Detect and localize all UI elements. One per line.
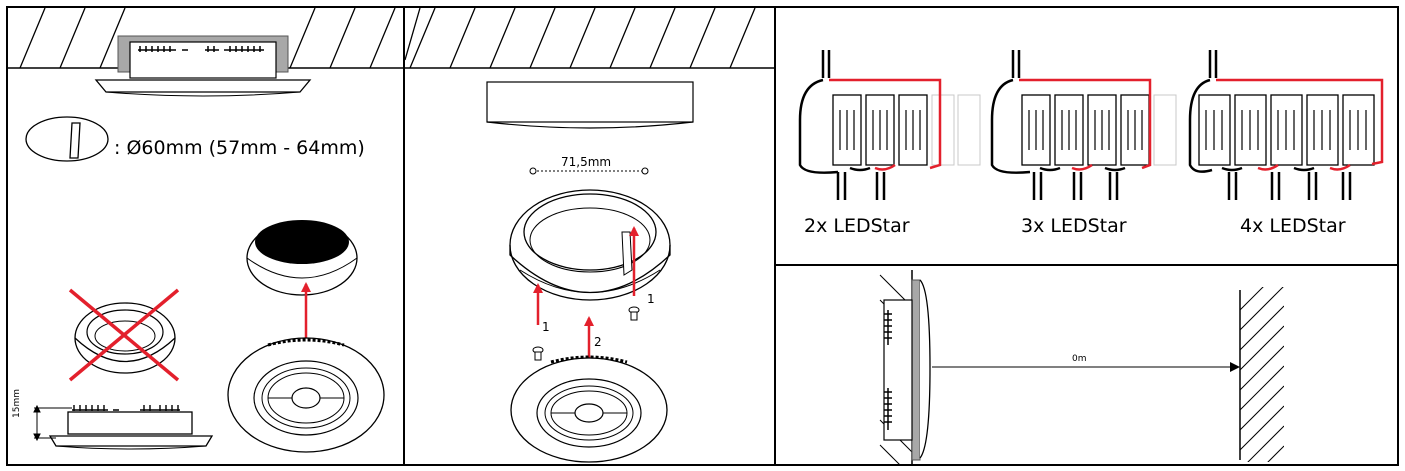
screw-icons — [532, 306, 640, 361]
wiring-4x — [1188, 50, 1384, 200]
panel-frames — [6, 6, 1399, 466]
sensor-face-1 — [227, 337, 385, 453]
hole-icon — [25, 116, 109, 162]
caption-2x: 2x LEDStar — [804, 215, 910, 237]
fixture-profile — [33, 404, 214, 450]
crossed-ring — [68, 288, 180, 382]
sensor-face-2 — [510, 355, 668, 463]
depth-label: 15mm — [12, 389, 22, 418]
caption-4x: 4x LEDStar — [1240, 215, 1346, 237]
wall-left — [879, 270, 931, 465]
distance-label: 0m — [1072, 354, 1087, 364]
dimension-71 — [529, 167, 649, 175]
step-1-label-left: 1 — [542, 320, 550, 334]
ring-frame — [509, 189, 671, 301]
wiring-2x — [798, 50, 981, 200]
panel1-ceiling — [8, 8, 403, 97]
wall-right — [1239, 287, 1284, 462]
step-2-label: 2 — [594, 335, 602, 349]
hole-size-label: : Ø60mm (57mm - 64mm) — [114, 137, 365, 159]
panel2-ceiling — [405, 8, 774, 129]
wiring-3x — [990, 50, 1177, 200]
caption-3x: 3x LEDStar — [1021, 215, 1127, 237]
step-1-label-right: 1 — [647, 292, 655, 306]
spring-clip-teeth — [138, 46, 264, 52]
width-label: 71,5mm — [561, 155, 612, 169]
ring-black-insert — [246, 220, 358, 296]
